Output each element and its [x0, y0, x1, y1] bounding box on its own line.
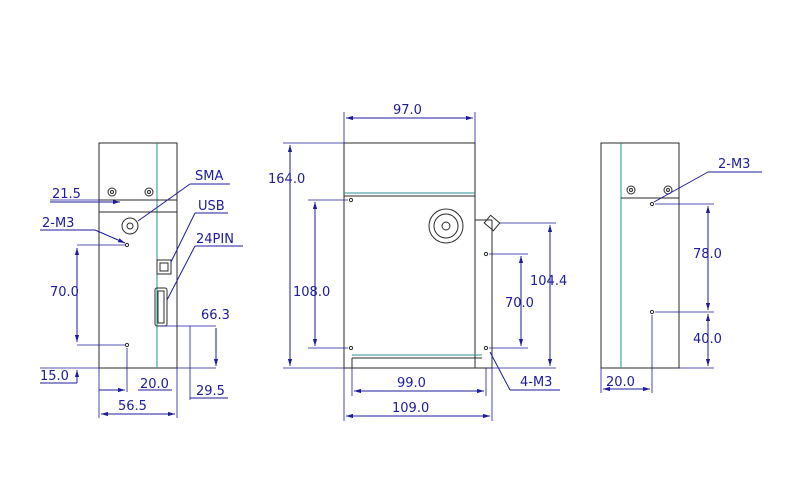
dim-78: 78.0 — [693, 247, 722, 262]
right-view: 2-M3 78.0 40.0 20.0 — [600, 142, 762, 393]
m3-hole — [348, 345, 354, 351]
m3-front-label: 4-M3 — [520, 375, 552, 390]
dim-109: 109.0 — [392, 401, 429, 416]
dim-56-5: 56.5 — [118, 399, 147, 414]
m3-right-label: 2-M3 — [718, 157, 750, 172]
dim-21-5: 21.5 — [52, 187, 81, 202]
screw-hole — [107, 187, 117, 197]
dim-164: 164.0 — [268, 172, 305, 187]
screw-hole — [144, 187, 154, 197]
dim-70-front: 70.0 — [505, 296, 534, 311]
dim-70-left: 70.0 — [50, 285, 79, 300]
m3-hole — [483, 345, 489, 351]
m3-left-label: 2-M3 — [42, 216, 74, 231]
usb-port-icon — [156, 259, 172, 275]
sma-side-connector-icon — [483, 214, 501, 232]
dim-20-left: 20.0 — [140, 377, 169, 392]
m3-hole — [124, 342, 130, 348]
dim-104-4: 104.4 — [530, 274, 567, 289]
m3-hole — [483, 251, 489, 257]
m3-hole — [124, 242, 130, 248]
24pin-label: 24PIN — [196, 232, 234, 247]
m3-hole — [649, 201, 655, 207]
dim-99: 99.0 — [397, 376, 426, 391]
dim-20-right: 20.0 — [606, 375, 635, 390]
left-view-body — [98, 142, 178, 369]
dim-40: 40.0 — [693, 332, 722, 347]
rotary-knob-icon — [428, 208, 464, 244]
usb-label: USB — [198, 199, 225, 214]
dim-15: 15.0 — [40, 369, 69, 384]
screw-hole — [626, 185, 636, 195]
right-view-body — [600, 142, 680, 369]
dim-29-5: 29.5 — [196, 384, 225, 399]
dim-108: 108.0 — [293, 285, 330, 300]
m3-hole — [348, 197, 354, 203]
sma-label: SMA — [195, 169, 223, 184]
dim-66-3: 66.3 — [201, 308, 230, 323]
sma-connector-icon — [121, 217, 139, 235]
left-view: 21.5 70.0 15.0 20.0 56.5 66.3 29.5 SMA U… — [40, 142, 243, 418]
m3-hole — [649, 309, 655, 315]
front-view: 97.0 164.0 108.0 70.0 104.4 99.0 109.0 — [268, 103, 567, 421]
front-view-body — [343, 142, 476, 369]
dim-97: 97.0 — [393, 103, 422, 118]
